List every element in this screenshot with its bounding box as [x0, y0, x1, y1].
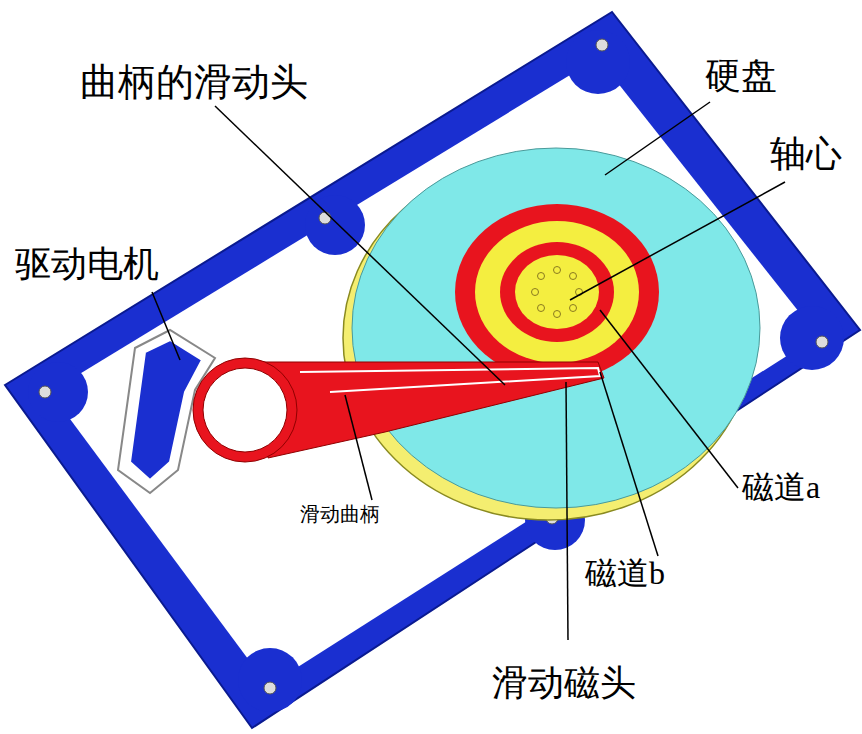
- drive-motor: [130, 340, 202, 480]
- part-label: 驱动电机: [15, 245, 159, 285]
- leader-line: [152, 292, 180, 360]
- part-label: 磁道b: [585, 556, 665, 591]
- screw: [596, 39, 608, 51]
- part-label: 硬盘: [705, 57, 777, 97]
- crank-hub: [193, 358, 297, 462]
- case-inner: [50, 58, 818, 686]
- screw: [816, 336, 828, 348]
- case-frame: [5, 12, 860, 728]
- leader-line: [215, 106, 505, 385]
- leader-line: [570, 182, 785, 300]
- crank-hole: [203, 368, 287, 452]
- mount-blob: [238, 648, 302, 712]
- spindle: [515, 255, 599, 329]
- crank-slot: [300, 368, 600, 392]
- part-label: 磁道a: [742, 470, 820, 505]
- platter: [352, 148, 760, 508]
- leader-line: [600, 372, 658, 556]
- screw: [264, 682, 276, 694]
- part-label: 曲柄的滑动头: [80, 62, 308, 104]
- part-label: 滑动曲柄: [300, 503, 380, 525]
- mount-blob: [305, 195, 365, 255]
- leader-line: [600, 310, 738, 488]
- mount-blob: [28, 362, 88, 422]
- track-a: [500, 242, 614, 342]
- part-label: 轴心: [770, 135, 842, 175]
- mount-blob: [780, 306, 844, 370]
- leader-line: [605, 102, 710, 175]
- leader-line: [345, 395, 372, 500]
- leader-line: [566, 382, 568, 640]
- slide-crank: [255, 362, 604, 458]
- part-label: 滑动磁头: [492, 664, 636, 704]
- screw: [319, 212, 331, 224]
- screw: [39, 386, 51, 398]
- mount-blob: [566, 30, 630, 94]
- track-yellow: [475, 221, 639, 363]
- track-b: [455, 204, 659, 380]
